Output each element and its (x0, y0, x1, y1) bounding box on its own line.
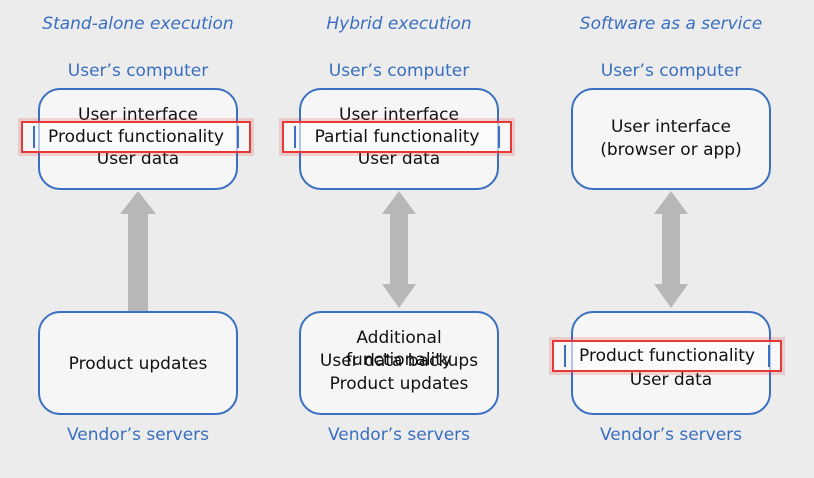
highlight-box: Product functionality (21, 121, 251, 153)
vendor-server-box: Product updates (38, 311, 238, 415)
arrow-shaft (662, 213, 680, 285)
arrow-head-down (382, 284, 416, 308)
highlight-text: Product functionality (564, 345, 770, 367)
box-line: User interface (78, 105, 198, 125)
arrow-head-down (654, 284, 688, 308)
box-line: User data (96, 149, 180, 169)
box-line: User interface (339, 105, 459, 125)
arrow-head-up (654, 191, 688, 214)
arrow-shaft (128, 213, 148, 313)
column-standalone: Stand-alone execution User’s computer Us… (18, 0, 258, 478)
bottom-location-label: Vendor’s servers (599, 425, 743, 445)
box-line: (browser or app) (600, 140, 742, 160)
box-line: User data backups (319, 351, 479, 371)
top-location-label: User’s computer (67, 61, 209, 81)
box-line: User interface (611, 117, 731, 137)
single-up-arrow (120, 191, 156, 313)
box-line: User data (357, 149, 441, 169)
column-title: Stand-alone execution (42, 14, 234, 34)
vendor-server-box: Additional functionality User data backu… (299, 311, 499, 415)
column-hybrid: Hybrid execution User’s computer User in… (279, 0, 519, 478)
bottom-location-label: Vendor’s servers (66, 425, 210, 445)
box-line: Additional functionality (345, 328, 453, 370)
double-arrow (382, 191, 416, 308)
arrow-head-up (120, 191, 156, 214)
highlight-text: Partial functionality (294, 126, 500, 148)
box-line: User data (629, 370, 713, 390)
highlight-box: Partial functionality (282, 121, 512, 153)
double-arrow (654, 191, 688, 308)
column-title: Software as a service (579, 14, 763, 34)
column-saas: Software as a service User’s computer Us… (551, 0, 791, 478)
arrow-head-up (382, 191, 416, 214)
top-location-label: User’s computer (328, 61, 470, 81)
column-title: Hybrid execution (326, 14, 472, 34)
box-line: Product updates (329, 374, 469, 394)
top-location-label: User’s computer (600, 61, 742, 81)
arrow-shaft (390, 213, 408, 285)
box-line: Product updates (68, 354, 208, 374)
highlight-text: Product functionality (33, 126, 239, 148)
bottom-location-label: Vendor’s servers (327, 425, 471, 445)
user-computer-box: User interface (browser or app) (571, 88, 771, 190)
highlight-box: Product functionality (552, 340, 782, 372)
